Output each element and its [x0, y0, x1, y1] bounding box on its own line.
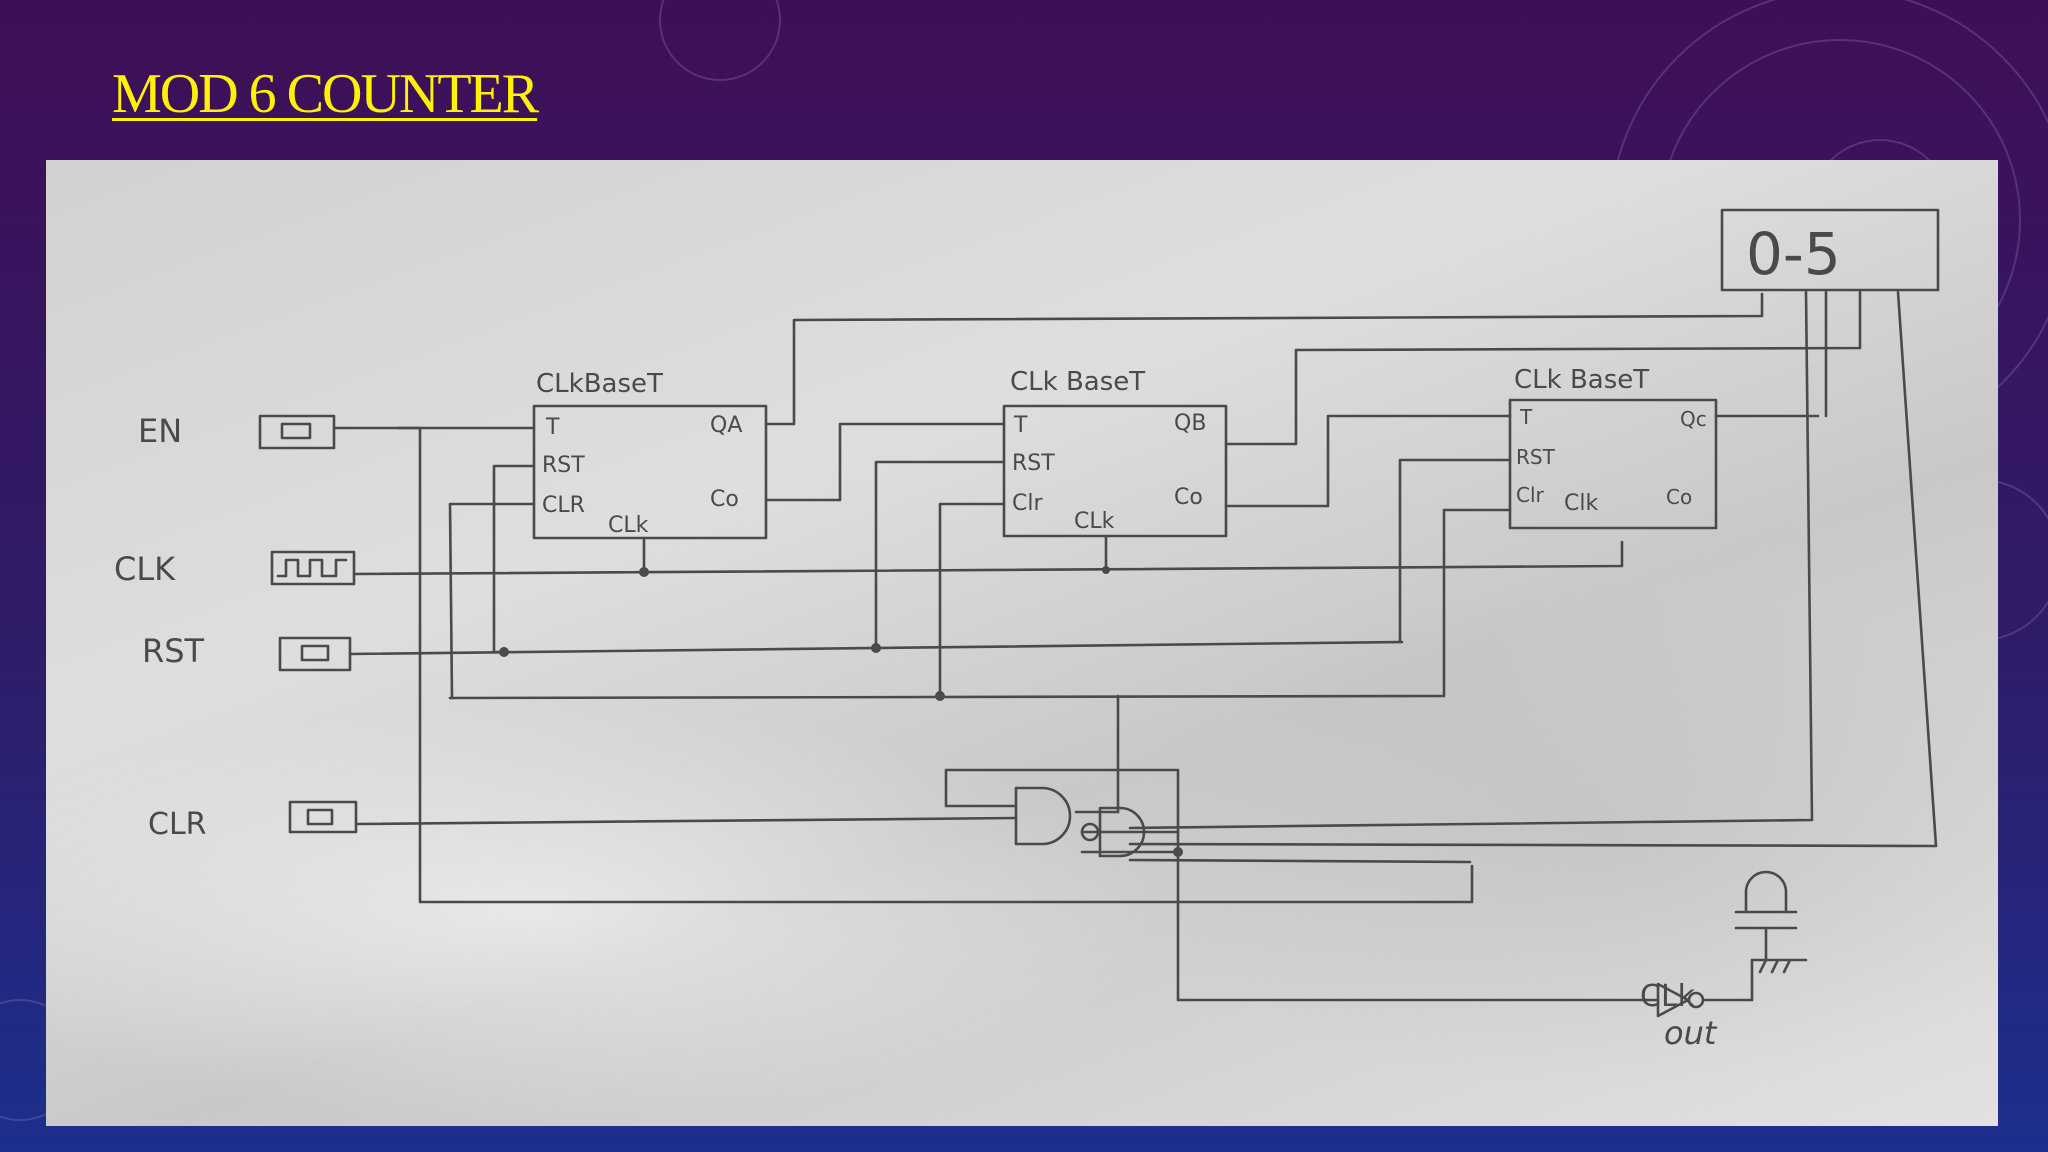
counter-b-pin-t: T	[1013, 413, 1028, 438]
counter-a-title: CLkBaseT	[536, 369, 663, 399]
counter-b-title: CLk BaseT	[1010, 367, 1145, 397]
counter-c-pin-t: T	[1519, 405, 1533, 429]
counter-a-pin-clk: CLk	[608, 513, 649, 538]
nand-gate	[1098, 806, 1146, 858]
counter-block-c	[1508, 398, 1718, 530]
counter-a-pin-t: T	[545, 415, 560, 440]
counter-b-pin-rst: RST	[1012, 451, 1055, 476]
input-label-clk: CLK	[114, 550, 176, 588]
counter-c-pin-q: Qc	[1680, 407, 1707, 431]
counter-a-pin-q: QA	[710, 413, 742, 438]
and-gate	[1014, 786, 1072, 846]
counter-block-b	[1002, 404, 1228, 538]
counter-c-pin-rst: RST	[1516, 445, 1556, 469]
clr-switch	[288, 800, 358, 834]
counter-c-pin-clr: Clr	[1516, 483, 1545, 507]
input-label-en: EN	[138, 412, 182, 450]
counter-a-pin-clr: CLR	[542, 493, 585, 518]
slide-title: MOD 6 COUNTER	[112, 63, 539, 125]
rst-switch	[278, 636, 352, 672]
clk-source	[270, 550, 356, 586]
clk-out-led	[1744, 870, 1788, 914]
circuit-schematic: CLkBaseT T RST CLR CLk QA Co CLk BaseT T…	[114, 208, 1940, 1052]
input-label-rst: RST	[142, 632, 205, 670]
counter-b-pin-clr: Clr	[1012, 491, 1043, 516]
counter-c-title: CLk BaseT	[1514, 365, 1649, 395]
seven-segment-display	[1720, 208, 1940, 292]
counter-c-pin-clk: Clk	[1564, 491, 1598, 516]
counter-block-a	[532, 404, 768, 540]
counter-a-pin-co: Co	[710, 487, 739, 512]
schematic-photo: CLkBaseT T RST CLR CLk QA Co CLk BaseT T…	[46, 160, 1998, 1126]
display-range-label: 0-5	[1746, 220, 1841, 288]
counter-b-pin-q: QB	[1174, 411, 1206, 436]
inverter	[1656, 982, 1690, 1018]
counter-b-pin-clk: CLk	[1074, 509, 1115, 534]
clk-out-label-line2: out	[1664, 1014, 1718, 1052]
clk-out-label-line1: CLk	[1640, 979, 1696, 1014]
counter-c-pin-co: Co	[1666, 485, 1692, 509]
input-label-clr: CLR	[148, 807, 207, 842]
en-switch	[258, 414, 336, 450]
counter-a-pin-rst: RST	[542, 453, 585, 478]
counter-b-pin-co: Co	[1174, 485, 1203, 510]
